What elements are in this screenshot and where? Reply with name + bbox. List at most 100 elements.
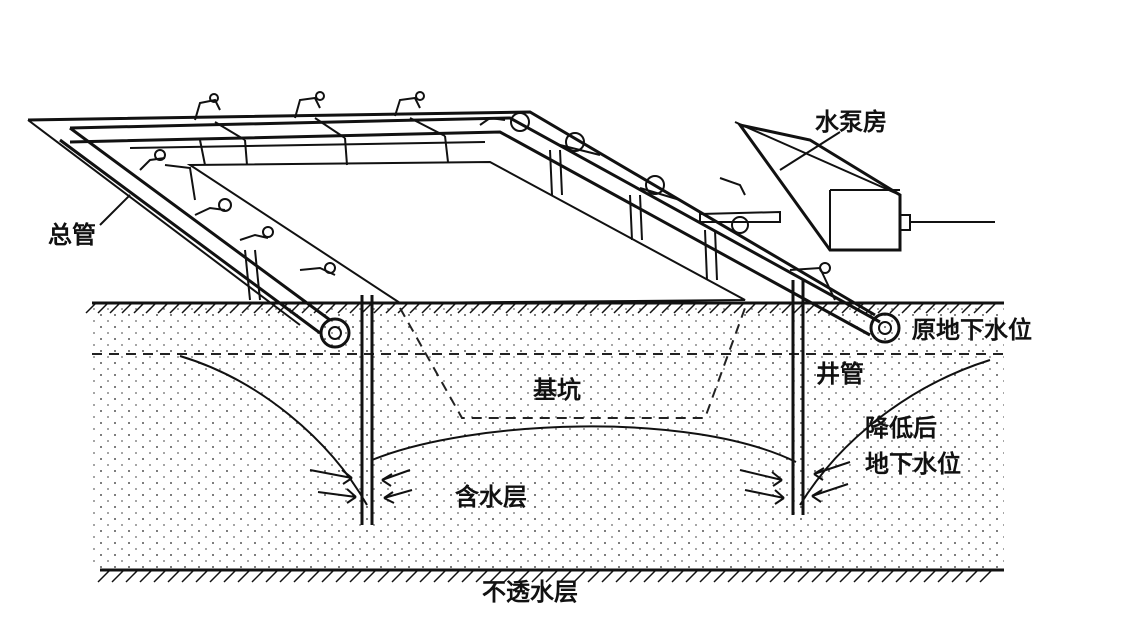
hatch-mark (237, 569, 251, 583)
hatch-mark (335, 569, 349, 583)
hatch-mark (573, 569, 587, 583)
hatch-mark (727, 569, 741, 583)
hatch-mark (461, 569, 475, 583)
hatch-mark (125, 569, 139, 583)
hatch-mark (517, 569, 531, 583)
hatch-mark (469, 302, 481, 314)
aquifer-label: 含水层 (455, 483, 527, 511)
hatch-mark (637, 302, 649, 314)
valve-group-left (139, 149, 336, 301)
hatch-mark (671, 569, 685, 583)
hatch-mark (139, 569, 153, 583)
hatch-mark (685, 569, 699, 583)
leader-lines (99, 131, 841, 226)
hatch-mark (481, 302, 493, 314)
hatch-mark (433, 569, 447, 583)
hatch-mark (195, 569, 209, 583)
hatch-mark (625, 302, 637, 314)
flow-arrows-right (739, 461, 851, 505)
hatch-mark (657, 569, 671, 583)
hatch-mark (475, 569, 489, 583)
hatch-mark (685, 302, 697, 314)
well-pipe-label: 井管 (816, 360, 864, 388)
hatch-mark (503, 569, 517, 583)
hatch-mark (111, 569, 125, 583)
hatch-mark (349, 302, 361, 314)
hatch-mark (965, 569, 979, 583)
hatch-mark (205, 302, 217, 314)
hatch-mark (713, 569, 727, 583)
hatch-mark (313, 302, 325, 314)
hatch-mark (397, 302, 409, 314)
hatch-mark (377, 569, 391, 583)
hatch-mark (867, 569, 881, 583)
hatch-mark (979, 569, 993, 583)
header-pipe-frame (27, 110, 901, 349)
hatch-mark (601, 569, 615, 583)
soil-body (92, 308, 1004, 570)
hatch-mark (293, 569, 307, 583)
hatch-mark (913, 302, 925, 314)
hatch-mark (661, 302, 673, 314)
hatch-mark (209, 569, 223, 583)
hatch-mark (421, 302, 433, 314)
hatch-mark (145, 302, 157, 314)
hatch-mark (721, 302, 733, 314)
hatch-mark (307, 569, 321, 583)
hatch-mark (181, 302, 193, 314)
hatch-mark (825, 569, 839, 583)
hatch-mark (877, 302, 889, 314)
hatch-mark (881, 569, 895, 583)
hatch-mark (517, 302, 529, 314)
hatch-mark (109, 302, 121, 314)
impermeable-hatch (97, 569, 993, 583)
lowered-water-table-left (179, 355, 368, 506)
hatch-mark (615, 569, 629, 583)
pump-house-label: 水泵房 (815, 108, 887, 136)
hatch-mark (181, 569, 195, 583)
foundation-pit-outline (399, 307, 746, 419)
well-pipe-right (791, 280, 805, 515)
hatch-mark (541, 302, 553, 314)
hatch-mark (493, 302, 505, 314)
hatch-mark (545, 569, 559, 583)
hatch-mark (85, 302, 97, 314)
hatch-mark (589, 302, 601, 314)
hatch-mark (167, 569, 181, 583)
hatch-mark (229, 302, 241, 314)
hatch-mark (829, 302, 841, 314)
hatch-mark (601, 302, 613, 314)
hatch-mark (193, 302, 205, 314)
hatch-mark (121, 302, 133, 314)
hatch-mark (505, 302, 517, 314)
hatch-mark (265, 569, 279, 583)
well-pipe-left (360, 295, 374, 525)
hatch-mark (321, 569, 335, 583)
hatch-mark (673, 302, 685, 314)
hatch-mark (373, 302, 385, 314)
flow-arrows-left (309, 469, 413, 504)
hatch-mark (923, 569, 937, 583)
hatch-mark (937, 302, 949, 314)
hatch-mark (361, 302, 373, 314)
hatch-mark (447, 569, 461, 583)
hatch-mark (217, 302, 229, 314)
hatch-mark (949, 302, 961, 314)
hatch-mark (409, 302, 421, 314)
impermeable-layer-boundary (97, 568, 1004, 583)
hatch-mark (405, 569, 419, 583)
hatch-mark (251, 569, 265, 583)
hatch-mark (769, 569, 783, 583)
hatch-mark (853, 302, 865, 314)
hatch-mark (363, 569, 377, 583)
hatch-mark (253, 302, 265, 314)
hatch-mark (909, 569, 923, 583)
hatch-mark (587, 569, 601, 583)
hatch-mark (741, 569, 755, 583)
hatch-mark (133, 302, 145, 314)
hatch-mark (577, 302, 589, 314)
hatch-mark (649, 302, 661, 314)
hatch-mark (241, 302, 253, 314)
